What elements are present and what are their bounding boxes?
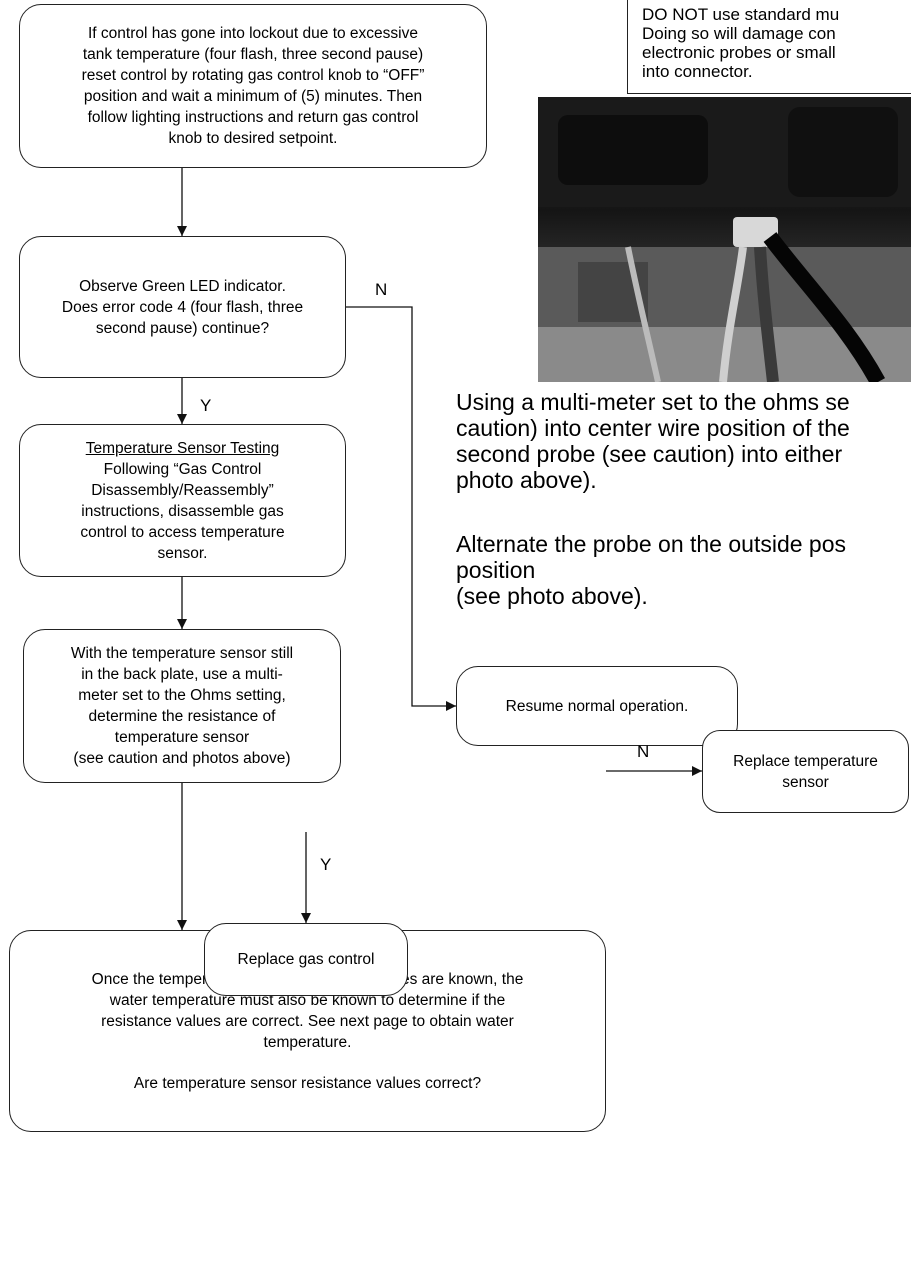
node-text: Observe Green LED indicator. bbox=[79, 277, 286, 295]
instruction-line: position bbox=[456, 557, 536, 583]
instruction-line: Using a multi-meter set to the ohms se bbox=[456, 389, 850, 415]
node-text: Replace temperature bbox=[733, 752, 878, 770]
caution-box: DO NOT use standard mu Doing so will dam… bbox=[627, 0, 911, 94]
node-text: Resume normal operation. bbox=[505, 697, 689, 715]
caution-line: electronic probes or small bbox=[642, 43, 836, 62]
instruction-line: second probe (see caution) into either bbox=[456, 441, 843, 467]
edge-label-led-yes: Y bbox=[200, 396, 212, 415]
node-text: If control has gone into lockout due to … bbox=[87, 25, 418, 42]
photo-illustration bbox=[538, 97, 911, 382]
node-lockout-reset: If control has gone into lockout due to … bbox=[19, 4, 487, 168]
edge-label-resistance-no: N bbox=[637, 742, 650, 761]
node-text: Following “Gas Control bbox=[103, 460, 262, 478]
node-text: second pause) continue? bbox=[95, 319, 270, 337]
node-text: water temperature must also be known to … bbox=[109, 991, 506, 1009]
instruction-line: caution) into center wire position of th… bbox=[456, 415, 850, 441]
instruction-line: (see photo above). bbox=[456, 583, 648, 609]
caution-line: Doing so will damage con bbox=[642, 24, 836, 43]
node-text: Disassembly/Reassembly” bbox=[91, 481, 274, 499]
node-text: reset control by rotating gas control kn… bbox=[81, 67, 425, 84]
instruction-line: photo above). bbox=[456, 467, 597, 493]
node-text: instructions, disassemble gas bbox=[81, 502, 284, 520]
node-replace-temperature-sensor: Replace temperature sensor bbox=[702, 730, 909, 813]
node-text: Replace gas control bbox=[237, 951, 375, 968]
edge-led-to-resume bbox=[346, 306, 456, 711]
node-text: temperature sensor bbox=[114, 729, 250, 746]
node-text: (see caution and photos above) bbox=[73, 750, 291, 767]
node-text: With the temperature sensor still bbox=[70, 645, 294, 662]
instruction-paragraph-2: Alternate the probe on the outside pos p… bbox=[456, 531, 846, 609]
node-text: in the back plate, use a multi- bbox=[81, 666, 283, 683]
instruction-paragraph-1: Using a multi-meter set to the ohms se c… bbox=[456, 389, 850, 493]
node-text: sensor bbox=[782, 773, 829, 791]
node-text: resistance values are correct. See next … bbox=[101, 1012, 514, 1030]
node-text: knob to desired setpoint. bbox=[168, 130, 338, 147]
caution-line: DO NOT use standard mu bbox=[642, 5, 840, 24]
node-question: Are temperature sensor resistance values… bbox=[133, 1074, 482, 1092]
edge-label-resistance-yes: Y bbox=[320, 855, 332, 874]
node-observe-led: Observe Green LED indicator. Does error … bbox=[19, 236, 346, 378]
node-text: temperature. bbox=[263, 1033, 352, 1051]
node-text: Does error code 4 (four flash, three bbox=[61, 298, 304, 316]
node-text: sensor. bbox=[157, 544, 208, 562]
node-text: determine the resistance of bbox=[88, 708, 276, 725]
node-text: position and wait a minimum of (5) minut… bbox=[83, 88, 423, 105]
caution-line: into connector. bbox=[642, 62, 753, 81]
node-text: tank temperature (four flash, three seco… bbox=[82, 46, 424, 63]
node-resume-normal-operation: Resume normal operation. bbox=[456, 666, 738, 746]
node-replace-gas-control: Replace gas control bbox=[204, 923, 408, 996]
connector-probe-photo bbox=[538, 97, 911, 382]
node-text: meter set to the Ohms setting, bbox=[78, 687, 286, 704]
instruction-line: Alternate the probe on the outside pos bbox=[456, 531, 847, 557]
edge-label-led-no: N bbox=[375, 280, 388, 299]
node-measure-resistance: With the temperature sensor still in the… bbox=[23, 629, 341, 783]
node-text: follow lighting instructions and return … bbox=[87, 109, 419, 126]
node-sensor-testing: Temperature Sensor Testing Following “Ga… bbox=[19, 424, 346, 577]
node-title: Temperature Sensor Testing bbox=[85, 439, 280, 457]
node-text: control to access temperature bbox=[80, 523, 285, 541]
